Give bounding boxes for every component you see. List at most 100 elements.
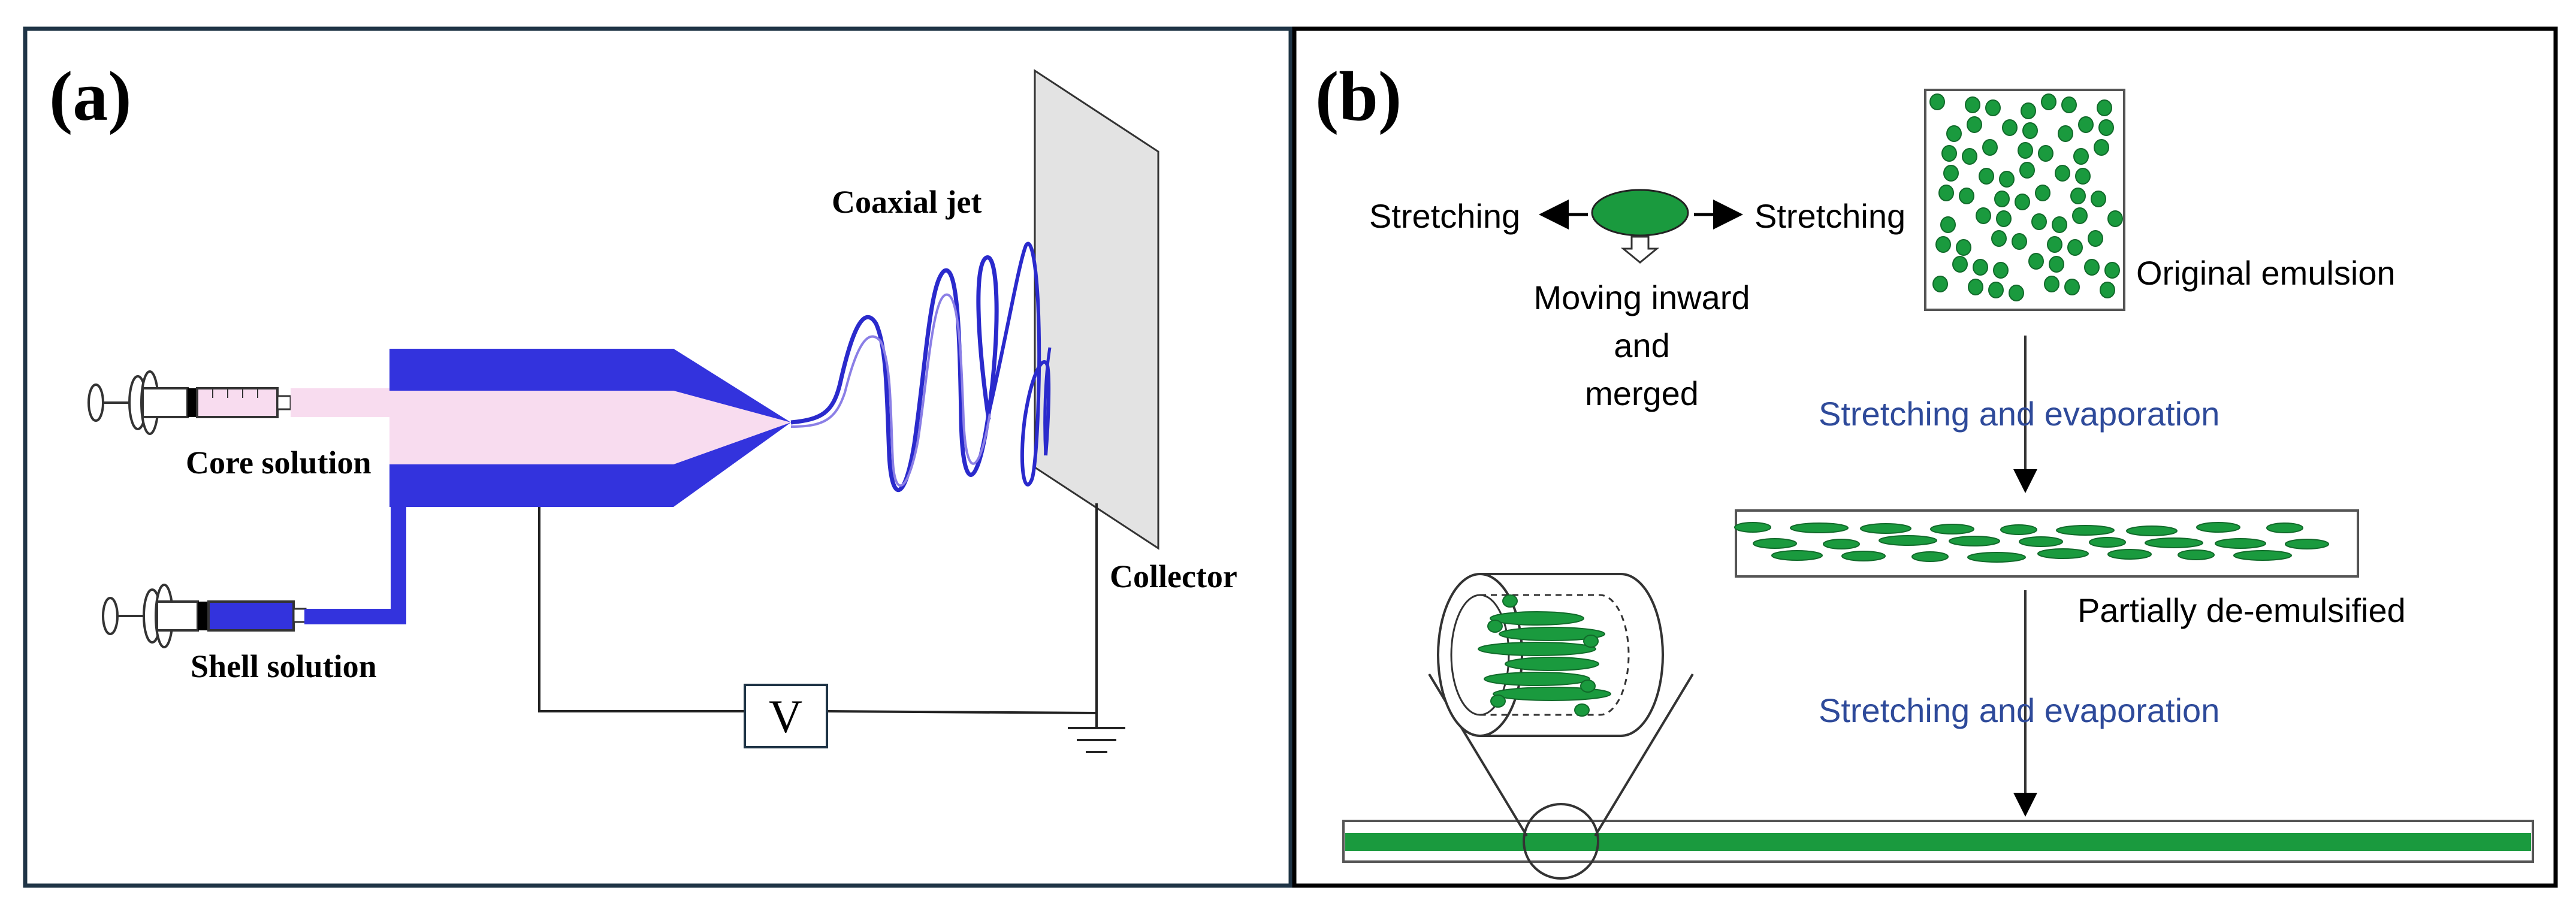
emulsion-droplet [1979, 168, 1994, 185]
merging-droplet [1591, 189, 1689, 237]
elongated-droplet [2056, 525, 2115, 536]
emulsion-droplet [2064, 279, 2080, 295]
emulsion-droplet [1991, 230, 2007, 247]
elongated-droplet [1753, 538, 1797, 549]
stretching-evaporation-label-2: Stretching and evaporation [1819, 691, 2219, 729]
stretching-evaporation-label-1: Stretching and evaporation [1819, 395, 2219, 433]
emulsion-droplet [1976, 207, 1991, 224]
core-fibril [1490, 611, 1584, 626]
elongated-droplet [2037, 548, 2089, 559]
elongated-droplet [1860, 523, 1911, 534]
panel-b-label: (b) [1315, 57, 1402, 135]
magnifier-line-right [1594, 673, 1694, 837]
elongated-droplet [2266, 523, 2303, 533]
core-fibril [1505, 657, 1599, 671]
elongated-droplet [1734, 522, 1771, 533]
core-droplet [1574, 703, 1590, 717]
elongated-droplet [2000, 524, 2037, 535]
emulsion-droplet [2075, 168, 2091, 185]
emulsion-droplet [1932, 276, 1948, 292]
emulsion-droplet [2061, 96, 2077, 113]
panel-b: (b) Stretching Stretching Moving inward … [1292, 26, 2558, 888]
emulsion-droplet [1938, 185, 1954, 201]
emulsion-droplets [1929, 93, 2123, 301]
emulsion-droplet [2031, 213, 2047, 230]
core-droplet [1580, 679, 1596, 693]
inward-arrow-icon [1620, 235, 1660, 264]
emulsion-droplet [1982, 139, 1998, 156]
core-fibril [1478, 642, 1596, 656]
emulsion-droplet [2021, 102, 2036, 119]
elongated-droplet [2126, 526, 2178, 536]
emulsion-droplet [2073, 148, 2089, 165]
emulsion-droplet [2002, 119, 2018, 136]
core-droplet [1583, 635, 1599, 648]
emulsion-droplet [1952, 256, 1968, 273]
emulsion-droplet [1994, 191, 2010, 207]
emulsion-droplet [1935, 236, 1951, 253]
emulsion-droplet [2072, 207, 2088, 224]
original-emulsion-label: Original emulsion [2136, 254, 2396, 292]
core-solution-label: Core solution [186, 445, 372, 481]
emulsion-droplet [2091, 191, 2106, 207]
elongated-droplet [1841, 551, 1886, 561]
emulsion-droplet [2070, 188, 2086, 204]
elongated-droplet [2285, 539, 2329, 549]
emulsion-droplet [1956, 239, 1971, 256]
emulsion-droplet [1959, 188, 1974, 204]
ground-icon [1068, 713, 1125, 753]
emulsion-droplet [2015, 194, 2030, 210]
coaxial-nozzle-core [389, 391, 791, 464]
panel-a-label: (a) [49, 57, 132, 135]
core-fibril [1493, 687, 1611, 701]
elongated-droplet [1911, 551, 1949, 562]
emulsion-droplet [1999, 171, 2015, 188]
elongated-droplet [2107, 549, 2152, 560]
emulsion-droplet [2055, 165, 2070, 182]
elongated-droplets [1734, 522, 2329, 563]
moving-inward-line3: merged [1585, 375, 1699, 412]
emulsion-droplet [2044, 276, 2059, 292]
elongated-droplet [2233, 550, 2292, 561]
emulsion-droplet [1940, 216, 1956, 233]
core-fibril [1499, 627, 1605, 641]
emulsion-droplet [1993, 262, 2009, 279]
collector-plate [1034, 69, 1159, 550]
shell-feed-line [304, 491, 406, 624]
emulsion-droplet [2097, 99, 2112, 116]
emulsion-droplet [2009, 285, 2024, 301]
emulsion-droplet [1941, 145, 1957, 162]
emulsion-droplet [2047, 236, 2062, 253]
elongated-droplet [2019, 536, 2063, 547]
stretching-right-label: Stretching [1754, 197, 1905, 235]
emulsion-droplet [1962, 148, 1977, 165]
voltage-label: V [769, 690, 802, 742]
emulsion-droplet [2088, 230, 2103, 247]
emulsion-droplet [1968, 279, 1983, 295]
emulsion-droplet [2028, 253, 2044, 270]
panel-a: (a) Collector Core solution [23, 26, 1293, 888]
emulsion-droplet [2084, 259, 2100, 276]
emulsion-droplet [1946, 125, 1962, 142]
elongated-droplet [1823, 539, 1860, 549]
elongated-droplet [1930, 524, 1974, 534]
core-droplet [1490, 694, 1506, 708]
coaxial-jet-tail-end [1043, 347, 1052, 456]
core-droplet [1502, 594, 1518, 608]
emulsion-droplet [2012, 233, 2027, 250]
emulsion-droplet [1967, 116, 1982, 133]
moving-inward-line1: Moving inward [1533, 279, 1750, 316]
moving-inward-line2: and [1614, 327, 1669, 364]
core-droplet [1487, 620, 1503, 633]
elongated-droplet [2145, 537, 2203, 548]
emulsion-droplet [1973, 259, 1988, 276]
stretching-left-label: Stretching [1369, 197, 1520, 235]
elongated-droplet [1790, 523, 1849, 533]
fiber-cross-section [1437, 573, 1664, 737]
elongated-droplet [1771, 550, 1823, 561]
emulsion-droplet [1929, 93, 1945, 110]
emulsion-droplet [2094, 139, 2109, 156]
emulsion-droplet [2052, 216, 2067, 233]
emulsion-droplet [2058, 125, 2073, 142]
